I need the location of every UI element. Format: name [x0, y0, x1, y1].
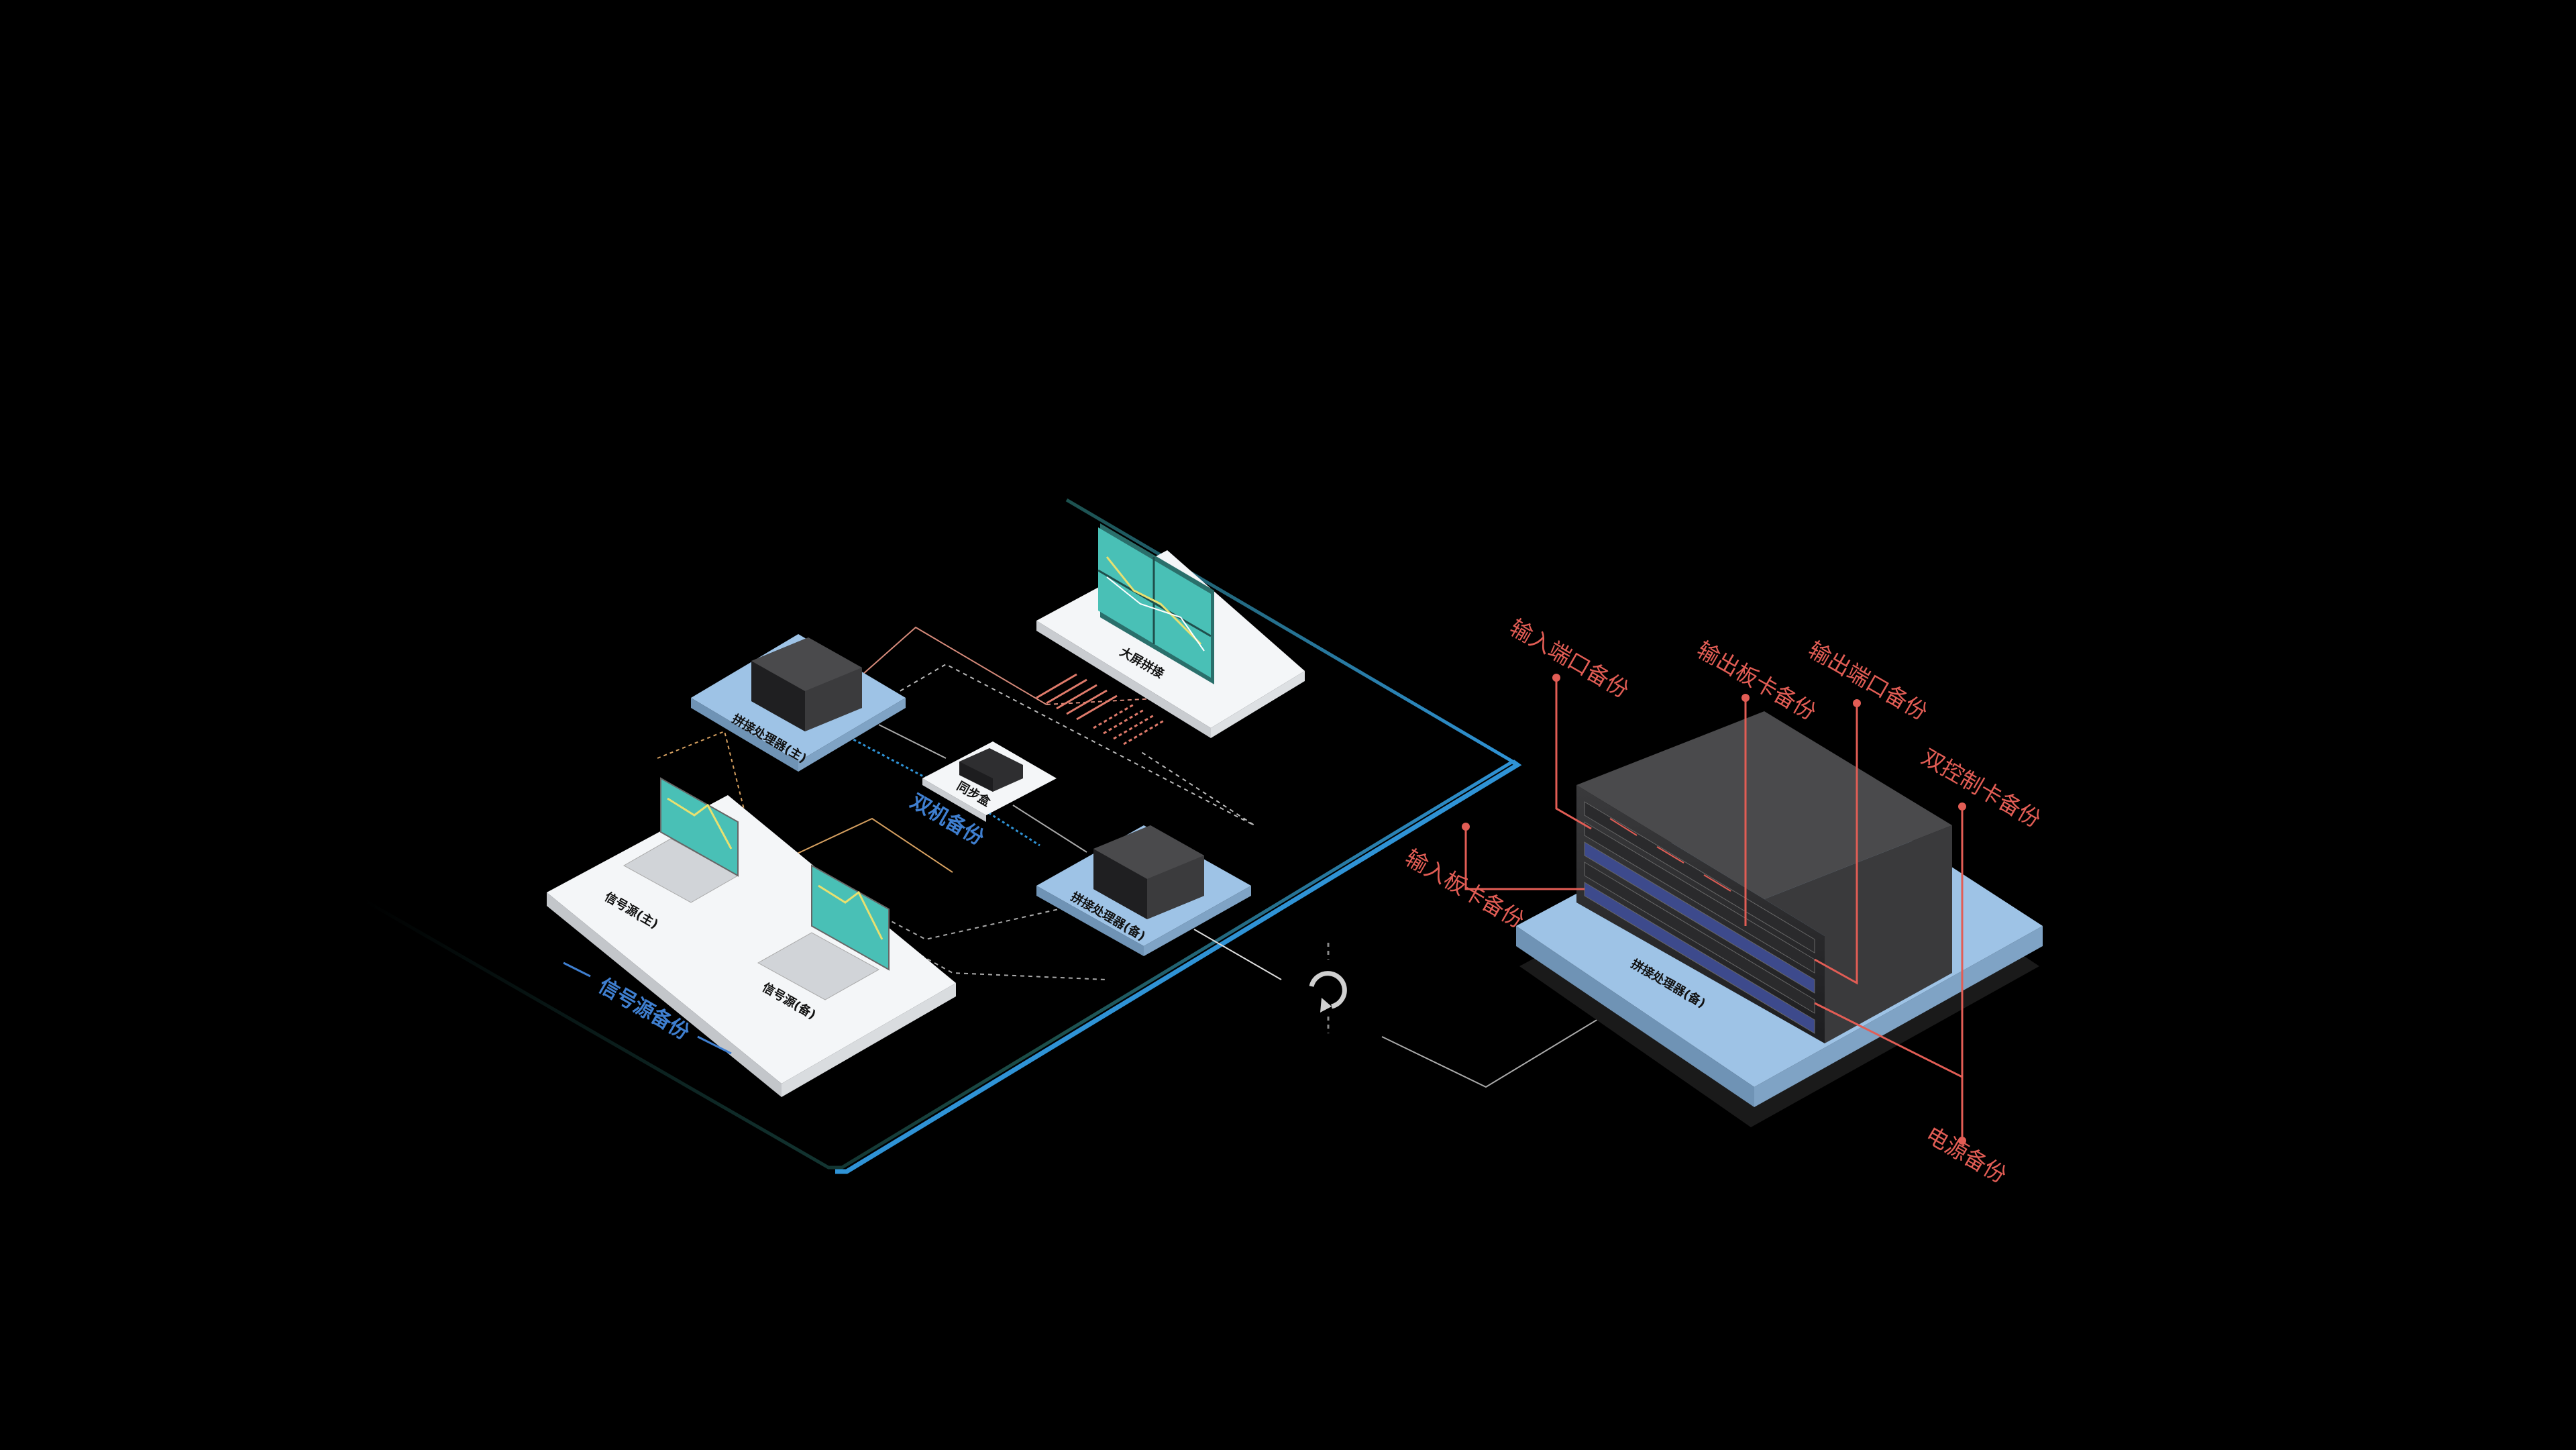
- source-platform: [547, 795, 956, 1097]
- callout-power: 电源备份: [1921, 1121, 2011, 1188]
- backup-system-frame: [361, 498, 1516, 1170]
- refresh-icon: [1309, 943, 1347, 1033]
- splicer-chassis: [1576, 711, 1952, 1043]
- callout-input-port: 输入端口备份: [1505, 614, 1633, 703]
- callout-output-port: 输出端口备份: [1804, 636, 1932, 725]
- splicer-backup: 拼接处理器(备): [1036, 825, 1251, 956]
- laptop-backup: 信号源(备): [757, 864, 890, 1023]
- video-wall: 大屏拼接: [1036, 523, 1305, 738]
- chassis-front-panel: [1584, 801, 1815, 1034]
- splicer-main: 拼接处理器(主): [691, 634, 906, 772]
- sync-box: 同步盒: [922, 741, 1057, 822]
- right-scene: 拼接处理器(备) 输入端口备份 输出板卡备份 输出端口备份 双控制卡备份 输入板…: [1401, 614, 2045, 1188]
- callout-lines: [1464, 678, 1964, 1141]
- backup-system-frame-edge: [835, 760, 1522, 1174]
- callout-output-board: 输出板卡备份: [1693, 636, 1821, 725]
- callout-dots: [1462, 674, 1966, 1145]
- left-scene: 拼接处理器(主) 同步盒 大屏拼接: [361, 498, 1631, 1174]
- video-wall-input-arrows: [1036, 673, 1165, 745]
